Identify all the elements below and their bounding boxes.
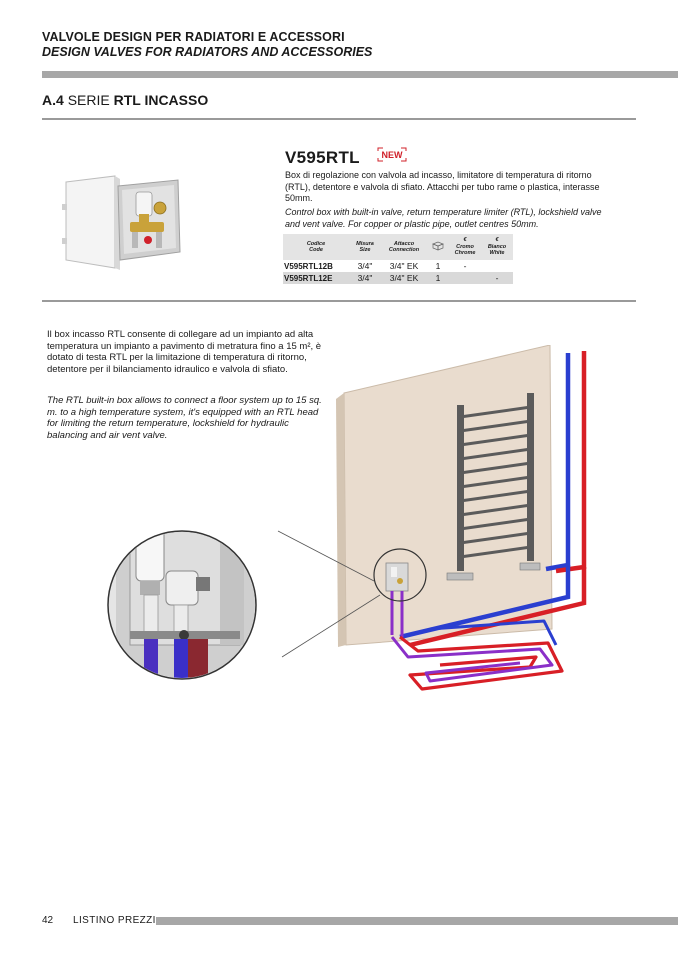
zoom-detail [107, 530, 257, 680]
installation-illustration [107, 345, 587, 691]
section-rule-bottom [42, 300, 636, 302]
new-badge: NEW [377, 147, 407, 162]
header-title-en: DESIGN VALVES FOR RADIATORS AND ACCESSOR… [42, 45, 373, 59]
floor-heating-coil [390, 619, 564, 691]
spec-table: Codice Code Misura Size Attacco Connecti… [283, 234, 513, 284]
product-image [62, 175, 181, 270]
header-title-it: VALVOLE DESIGN PER RADIATORI E ACCESSORI [42, 30, 345, 44]
product-desc-it: Box di regolazione con valvola ad incass… [285, 170, 600, 203]
col-white: € Bianco White [481, 234, 513, 260]
section-prefix: SERIE [67, 92, 110, 108]
spec-table-header: Codice Code Misura Size Attacco Connecti… [283, 234, 513, 260]
box-body [117, 179, 181, 261]
col-code: Codice Code [283, 234, 349, 260]
wall-box [385, 562, 409, 637]
product-title: V595RTL [285, 148, 360, 167]
col-size: Misura Size [349, 234, 381, 260]
table-row: V595RTL12B 3/4" 3/4" EK 1 - [284, 261, 467, 271]
box-cover [62, 175, 120, 270]
zoom-target-circle [373, 548, 427, 602]
zoom-line-bottom [281, 594, 381, 658]
footer-label: LISTINO PREZZI [73, 915, 156, 926]
product-desc-en: Control box with built-in valve, return … [285, 207, 602, 229]
new-badge-text: NEW [382, 150, 404, 160]
riser-pipes [399, 351, 587, 648]
package-icon [432, 241, 444, 253]
section-title: A.4 SERIE RTL INCASSO [42, 92, 208, 108]
section-code: A.4 [42, 92, 64, 108]
towel-radiator [446, 393, 541, 581]
body-text-it: Il box incasso RTL consente di collegare… [47, 329, 322, 375]
col-connection: Attacco Connection [381, 234, 427, 260]
body-text-en: The RTL built-in box allows to connect a… [47, 395, 322, 441]
footer-bar [156, 917, 678, 925]
col-chrome: € Cromo Chrome [449, 234, 481, 260]
header-bar [42, 71, 678, 78]
col-qty [427, 234, 449, 260]
section-rule-top [42, 118, 636, 120]
page-number: 42 [42, 915, 54, 926]
section-name: RTL INCASSO [113, 92, 209, 108]
zoom-line-top [277, 530, 375, 582]
table-row: V595RTL12E 3/4" 3/4" EK 1 - [283, 272, 513, 284]
wall [336, 345, 553, 647]
